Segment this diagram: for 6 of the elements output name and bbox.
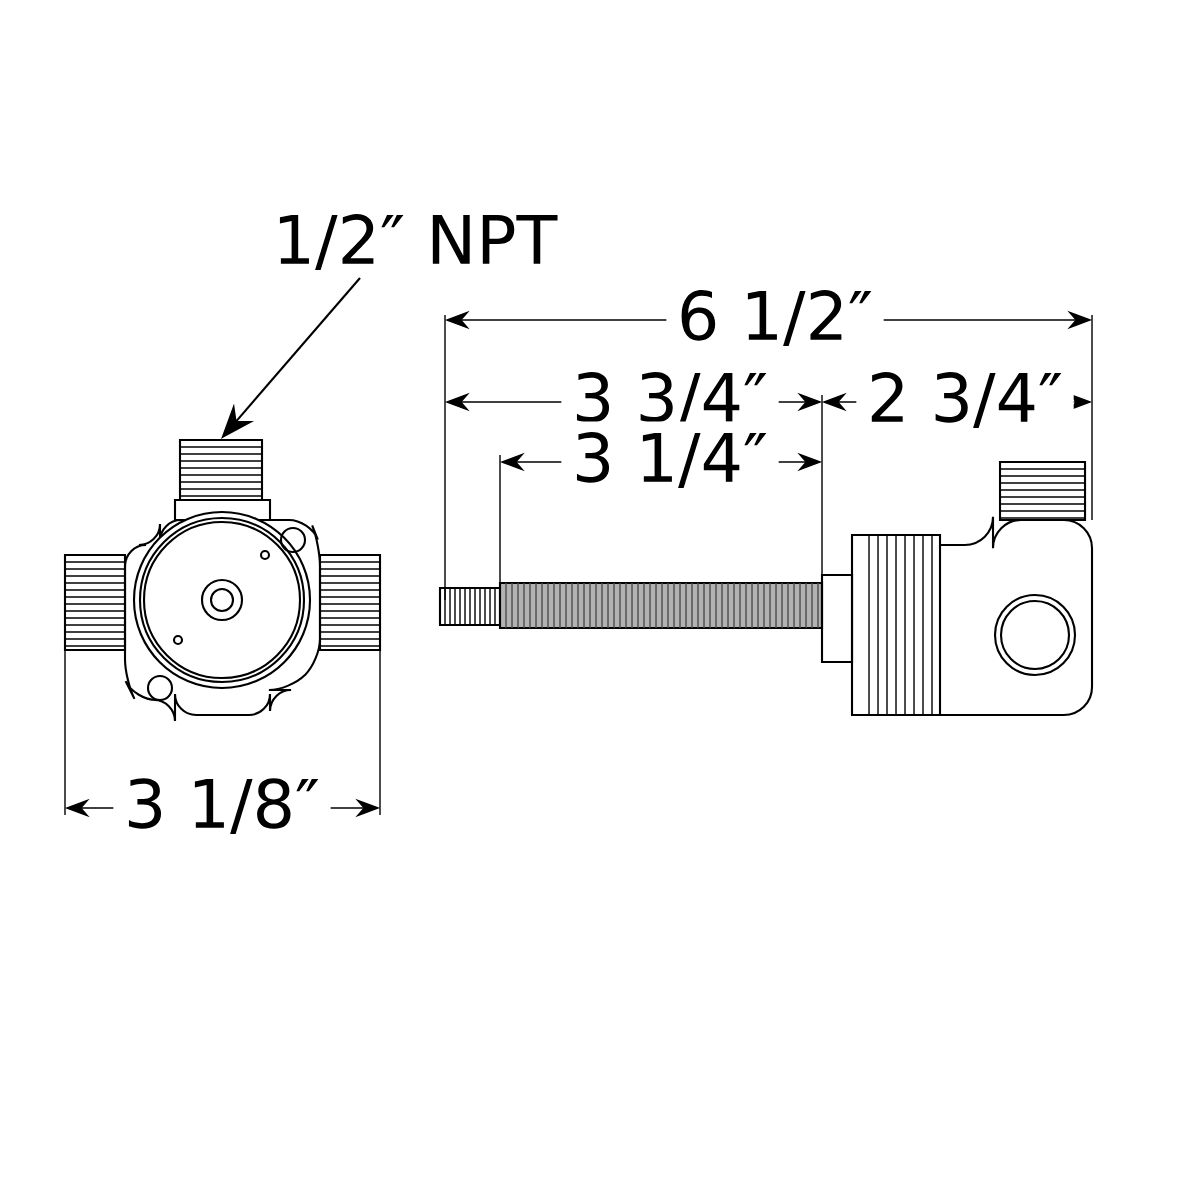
dimension-label: 2 3/4″ xyxy=(856,361,1074,439)
dimension-label: 3 1/4″ xyxy=(561,421,779,499)
dimension-label: 6 1/2″ xyxy=(666,279,884,357)
thread-fitting xyxy=(178,438,264,502)
dimension-label: 3 1/8″ xyxy=(113,767,331,845)
callout-label: 1/2″ NPT xyxy=(279,214,558,270)
